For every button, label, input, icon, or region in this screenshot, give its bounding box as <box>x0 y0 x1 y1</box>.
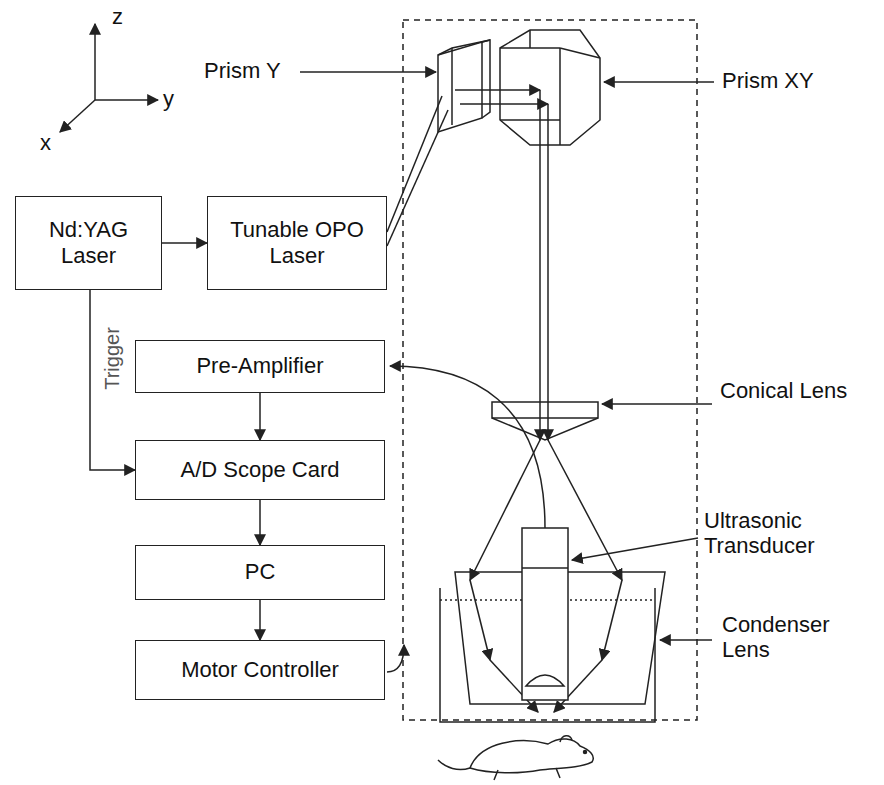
box-text: Motor Controller <box>181 657 339 683</box>
connector <box>259 600 261 640</box>
process-box: Pre-Amplifier <box>135 340 385 393</box>
part-label: Prism XY <box>722 68 814 93</box>
axis-label: y <box>163 86 174 111</box>
box-text: Nd:YAG Laser <box>36 217 141 270</box>
process-box: PC <box>135 545 385 600</box>
box-text: PC <box>245 559 276 585</box>
connector <box>90 290 135 470</box>
part-label: Condenser Lens <box>722 612 872 663</box>
axis-label: z <box>112 4 123 29</box>
box-text: Pre-Amplifier <box>196 353 323 379</box>
process-box: A/D Scope Card <box>135 440 385 500</box>
box-text: Tunable OPO Laser <box>226 217 368 270</box>
connector <box>259 393 261 440</box>
edge-label: Trigger <box>99 324 124 393</box>
connector <box>259 500 261 545</box>
part-label: Conical Lens <box>720 378 870 403</box>
axis-label: x <box>40 130 51 155</box>
part-label: Ultrasonic Transducer <box>704 508 874 559</box>
connector <box>162 242 207 244</box>
laser-box: Tunable OPO Laser <box>207 196 387 290</box>
box-text: A/D Scope Card <box>181 457 340 483</box>
laser-box: Nd:YAG Laser <box>15 196 162 290</box>
part-label: Prism Y <box>204 58 281 83</box>
process-box: Motor Controller <box>135 640 385 700</box>
